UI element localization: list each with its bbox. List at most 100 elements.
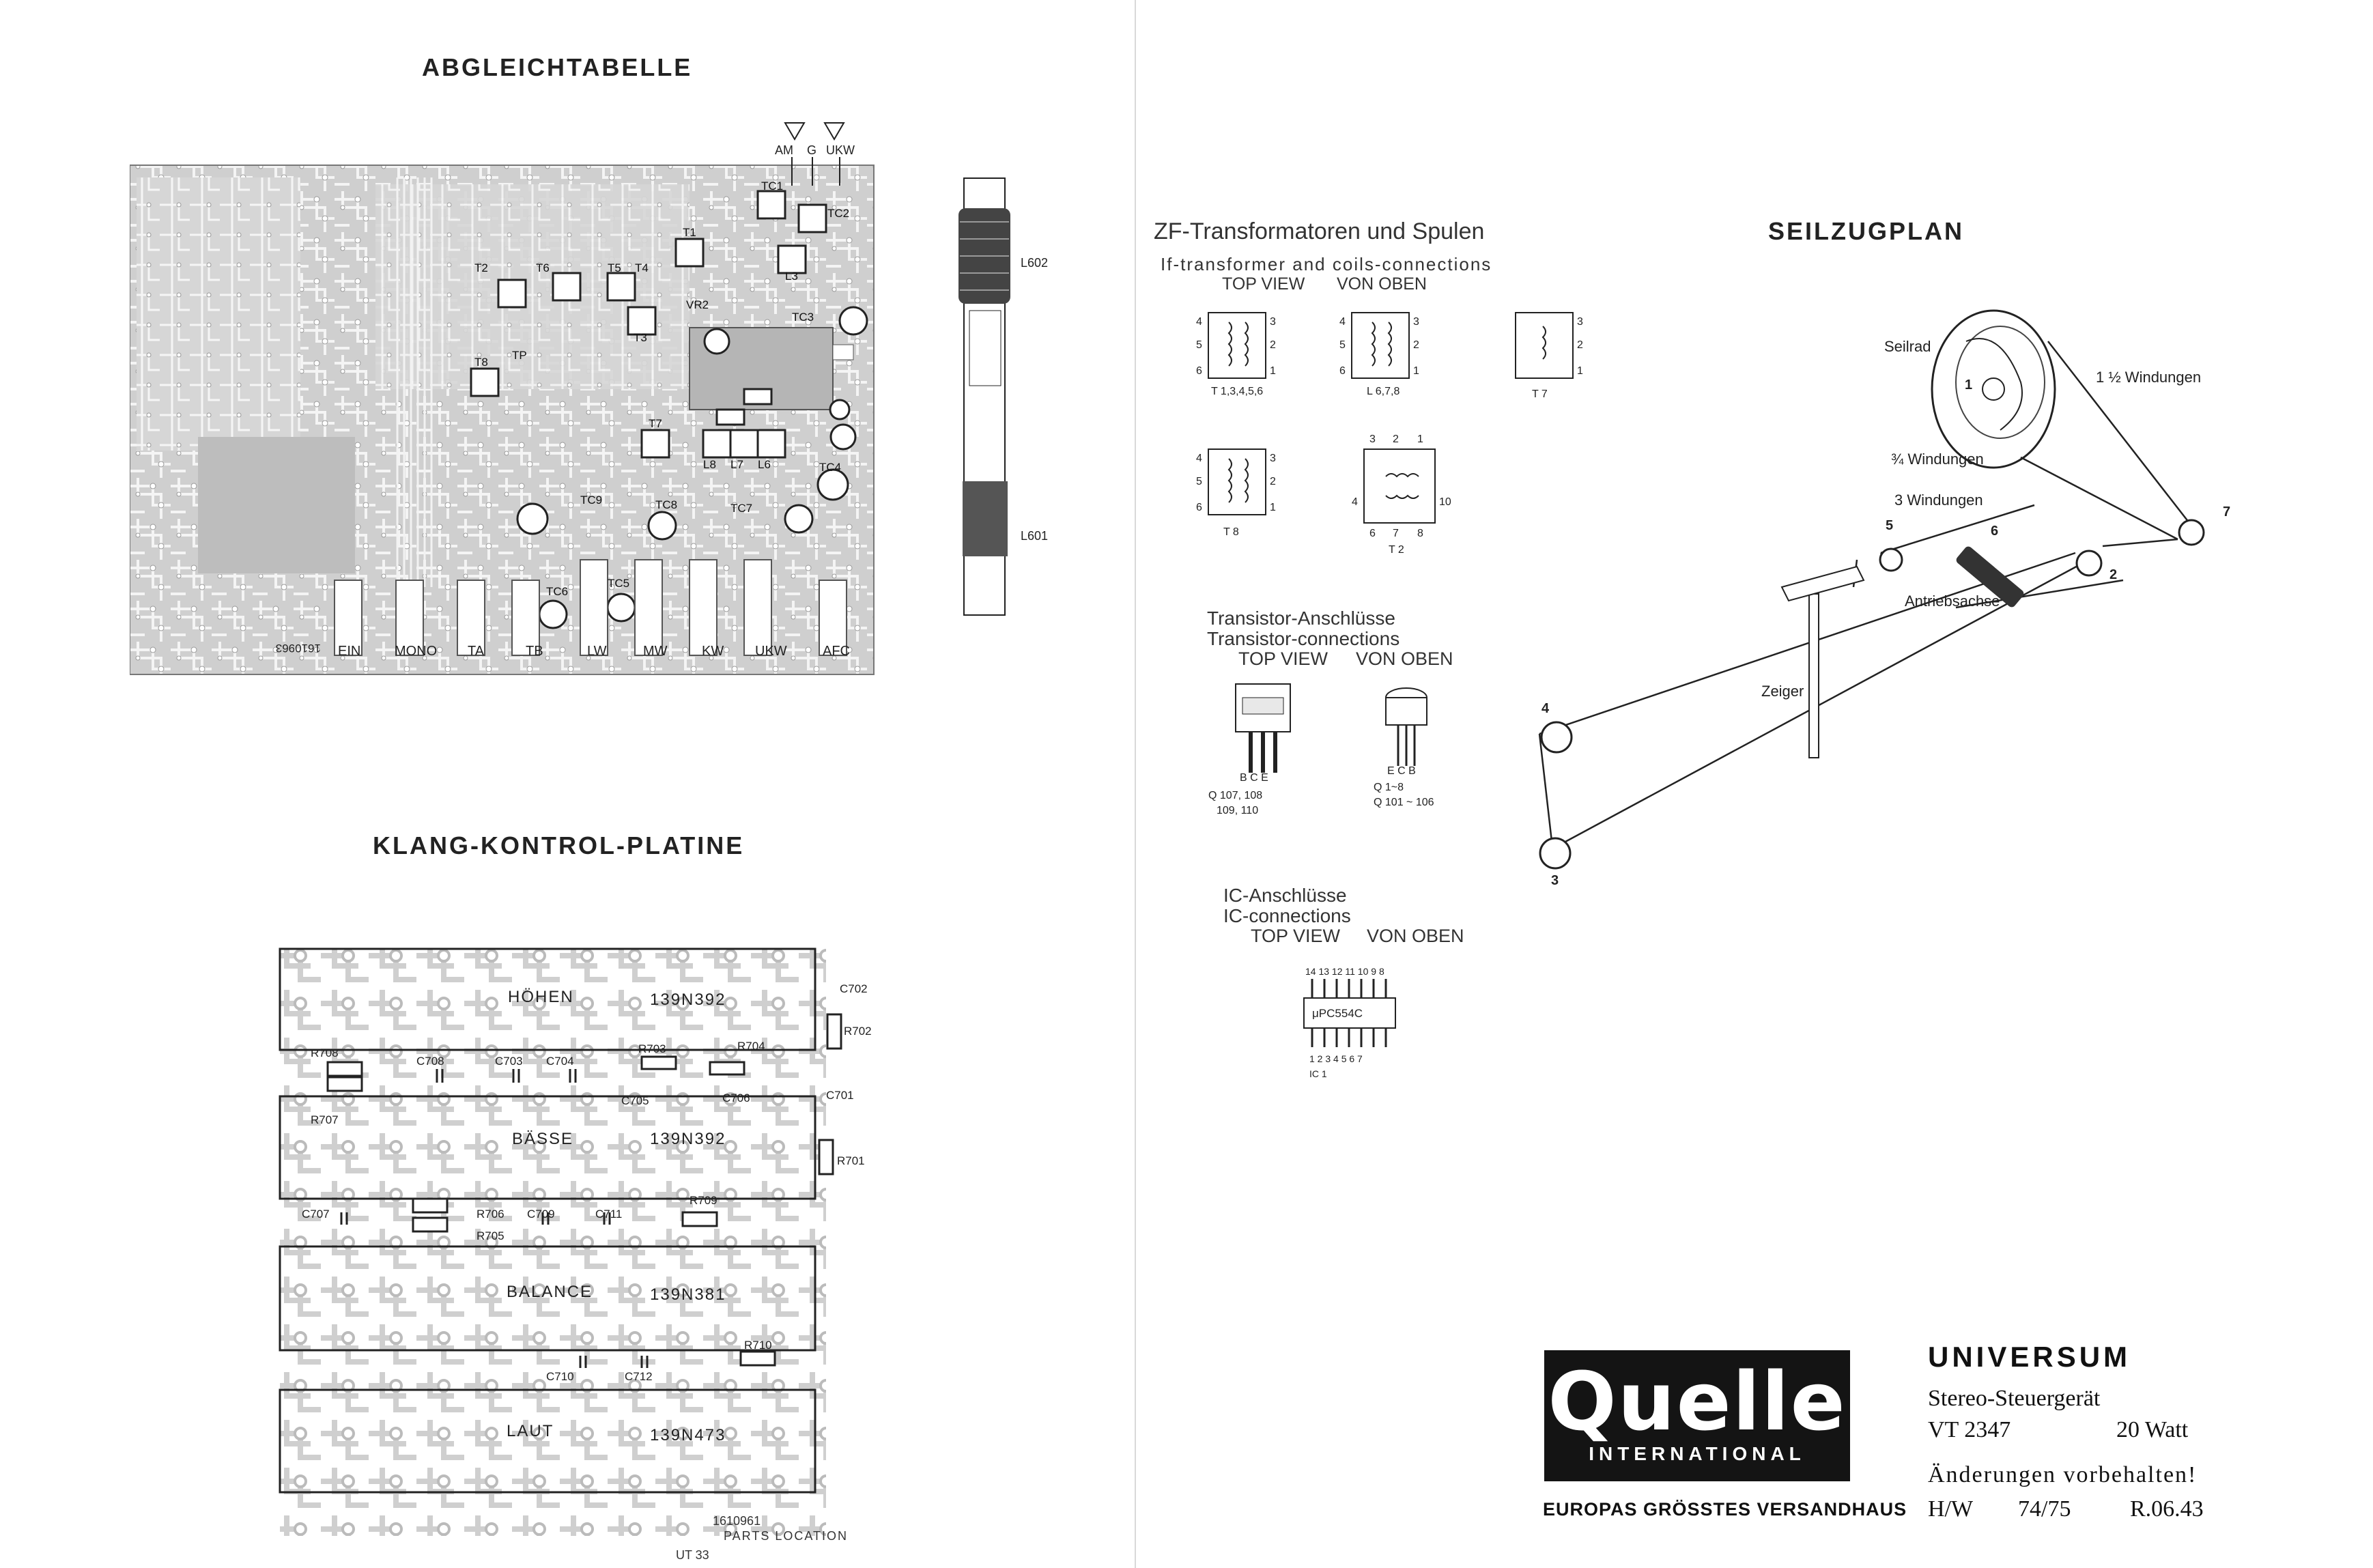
- svg-text:L6: L6: [758, 458, 771, 471]
- zf-top-view: TOP VIEW: [1222, 274, 1305, 294]
- svg-text:6: 6: [1991, 524, 1998, 539]
- svg-text:6: 6: [1196, 365, 1202, 377]
- pot-hoehen: HÖHEN: [508, 988, 574, 1006]
- pot-baesse-part: 139N392: [650, 1130, 726, 1148]
- svg-text:5: 5: [1886, 518, 1893, 533]
- svg-text:4: 4: [1196, 453, 1202, 464]
- t2-label: T 2: [1389, 544, 1404, 556]
- svg-text:2: 2: [1270, 476, 1276, 487]
- svg-text:C704: C704: [546, 1055, 574, 1068]
- svg-text:3: 3: [1270, 316, 1276, 328]
- transistor2-pins: E C B: [1387, 765, 1416, 777]
- transistor-top-view: TOP VIEW: [1238, 648, 1328, 669]
- svg-text:C707: C707: [302, 1208, 330, 1221]
- svg-text:L3: L3: [785, 270, 798, 283]
- svg-text:2: 2: [1270, 339, 1276, 351]
- transistor2-label-a: Q 1~8: [1374, 782, 1404, 793]
- svg-text:R705: R705: [477, 1229, 505, 1242]
- klang-title: KLANG-KONTROL-PLATINE: [373, 831, 745, 859]
- sw-tb: TB: [526, 644, 543, 659]
- sw-ein: EIN: [338, 644, 360, 659]
- tp-g-label: G: [807, 143, 816, 157]
- antriebsachse-label: Antriebsachse: [1905, 593, 2000, 610]
- svg-text:5: 5: [1196, 339, 1202, 351]
- seilzug-title: SEILZUGPLAN: [1768, 217, 1965, 245]
- svg-text:C701: C701: [826, 1089, 854, 1102]
- ic-label: IC 1: [1309, 1068, 1327, 1079]
- quelle-logo: Quelle INTERNATIONAL: [1544, 1350, 1850, 1481]
- windungen-3: 3 Windungen: [1894, 491, 1983, 509]
- svg-text:TC7: TC7: [730, 502, 752, 515]
- universum-name: UNIVERSUM: [1928, 1341, 2131, 1373]
- svg-text:VR2: VR2: [686, 298, 709, 311]
- tuner-board-number: 1610963: [276, 642, 321, 655]
- sw-afc: AFC: [823, 644, 850, 659]
- pot-laut: LAUT: [507, 1422, 554, 1440]
- ic-top-view: TOP VIEW: [1251, 926, 1341, 946]
- zf-sub: If-transformer and coils-connections: [1161, 254, 1492, 274]
- ferrite-antenna: L602 L601: [958, 177, 1048, 616]
- tone-board: HÖHEN 139N392 BÄSSE 139N392 BALANCE 139N…: [279, 947, 872, 1536]
- transformer-pinouts: 4 5 6 3 2 1 T 1,3,4,5,6 4 5 6 3 2 1 L 6,…: [1196, 312, 1583, 556]
- svg-text:TC4: TC4: [819, 461, 841, 474]
- svg-text:C702: C702: [840, 982, 868, 995]
- svg-text:T3: T3: [634, 331, 647, 344]
- zf-heading: ZF-Transformatoren und Spulen: [1154, 218, 1485, 244]
- ref-label: R.06.43: [2130, 1496, 2204, 1522]
- ic-bottom-pins: 1 2 3 4 5 6 7: [1309, 1053, 1363, 1064]
- transistor-heading: Transistor-Anschlüsse: [1207, 608, 1395, 629]
- svg-text:1: 1: [1270, 502, 1276, 513]
- svg-text:R701: R701: [837, 1154, 865, 1167]
- svg-text:T6: T6: [536, 261, 550, 274]
- t7-label: T 7: [1532, 388, 1548, 400]
- svg-text:1: 1: [1417, 433, 1423, 445]
- pot-balance: BALANCE: [507, 1283, 593, 1301]
- windungen-1-5: 1 ½ Windungen: [2096, 369, 2201, 386]
- seilzug-diagram: Seilrad 1 ½ Windungen ¾ Windungen 3 Wind…: [1538, 309, 2230, 888]
- parts-num: 1610961: [713, 1514, 761, 1528]
- pot-hoehen-part: 139N392: [650, 990, 726, 1009]
- svg-text:2: 2: [1413, 339, 1419, 351]
- zf-von-oben: VON OBEN: [1337, 274, 1427, 294]
- abgleich-title: ABGLEICHTABELLE: [422, 53, 693, 81]
- svg-text:C712: C712: [625, 1370, 653, 1383]
- ic-pinout: 14 13 12 11 10 9 8 μPC554C 1 2 3 4 5 6 7…: [1303, 966, 1396, 1079]
- tp-am-label: AM: [775, 143, 793, 157]
- l678-label: L 6,7,8: [1367, 386, 1399, 397]
- t13456-label: T 1,3,4,5,6: [1211, 386, 1263, 397]
- svg-text:C706: C706: [722, 1092, 750, 1104]
- pot-balance-part: 139N381: [650, 1285, 726, 1304]
- sw-mono: MONO: [395, 644, 437, 659]
- svg-text:10: 10: [1439, 496, 1451, 508]
- svg-text:C703: C703: [495, 1055, 523, 1068]
- sw-lw: LW: [587, 644, 607, 659]
- power-rating: 20 Watt: [2116, 1417, 2189, 1442]
- svg-text:3: 3: [1577, 316, 1583, 328]
- hw-label: H/W: [1928, 1496, 1974, 1522]
- svg-text:5: 5: [1339, 339, 1346, 351]
- sw-ta: TA: [468, 644, 485, 659]
- l601-label: L601: [1021, 529, 1048, 543]
- svg-text:R707: R707: [311, 1113, 339, 1126]
- svg-text:R706: R706: [477, 1208, 505, 1221]
- quelle-slogan: EUROPAS GRÖSSTES VERSANDHAUS: [1543, 1499, 1907, 1520]
- pot-laut-part: 139N473: [650, 1426, 726, 1444]
- svg-text:C709: C709: [527, 1208, 555, 1221]
- svg-text:R702: R702: [844, 1025, 872, 1038]
- seilrad-label: Seilrad: [1884, 338, 1931, 355]
- t8-label: T 8: [1223, 526, 1239, 538]
- windungen-3-4: ¾ Windungen: [1891, 451, 1984, 468]
- model-line: Stereo-Steuergerät: [1928, 1386, 2101, 1411]
- transistor1-label-b: 109, 110: [1217, 805, 1258, 816]
- svg-text:TC9: TC9: [580, 494, 602, 507]
- svg-text:5: 5: [1196, 476, 1202, 487]
- svg-text:R704: R704: [737, 1040, 765, 1053]
- svg-text:T2: T2: [474, 261, 488, 274]
- svg-text:T7: T7: [649, 417, 662, 430]
- svg-text:4: 4: [1541, 701, 1550, 716]
- svg-text:3: 3: [1270, 453, 1276, 464]
- transistor-von-oben: VON OBEN: [1356, 648, 1453, 669]
- svg-text:1: 1: [1270, 365, 1276, 377]
- sw-mw: MW: [643, 644, 668, 659]
- svg-text:1: 1: [1577, 365, 1583, 377]
